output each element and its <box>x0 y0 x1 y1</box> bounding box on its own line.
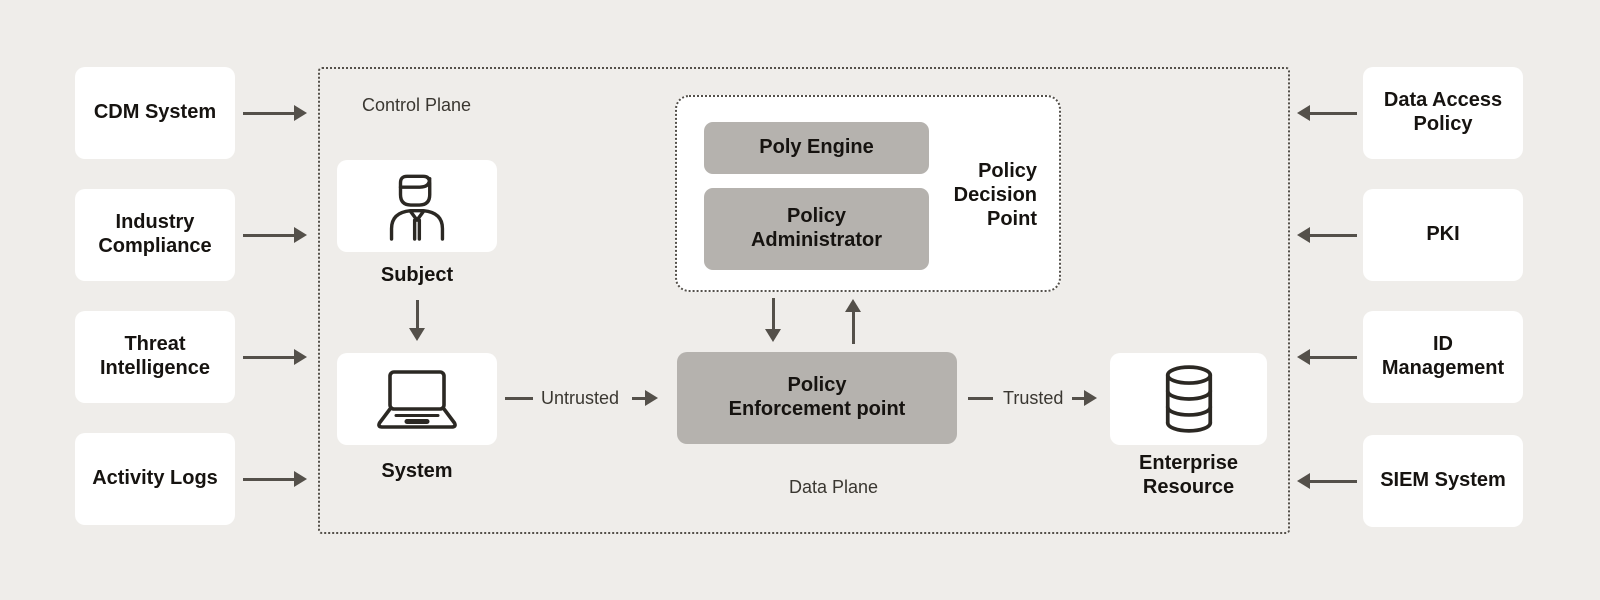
node-siem-system: SIEM System <box>1363 435 1523 527</box>
policy-enforcement-point-node: Policy Enforcement point <box>677 352 957 444</box>
trusted-flow-line <box>968 396 993 400</box>
policy-administrator-node: Policy Administrator <box>704 188 929 270</box>
arrow-pki-to-plane <box>1309 233 1357 237</box>
database-icon <box>1158 337 1220 460</box>
arrow-subject-to-system <box>415 300 419 329</box>
arrow-threat-to-plane <box>243 355 295 359</box>
node-activity-logs: Activity Logs <box>75 433 235 525</box>
system-node <box>337 353 497 445</box>
policy-decision-point-box: Poly Engine Policy Administrator Policy … <box>675 95 1061 292</box>
person-icon <box>384 146 450 265</box>
enterprise-resource-caption: Enterprise Resource <box>1139 452 1238 498</box>
node-id-management: ID Management <box>1363 311 1523 403</box>
enterprise-resource-node <box>1110 353 1267 445</box>
policy-engine-node: Poly Engine <box>704 122 929 174</box>
laptop-icon <box>371 344 463 453</box>
untrusted-flow-line <box>505 396 533 400</box>
arrow-policy-to-plane <box>1309 111 1357 115</box>
trust-zone-boundary <box>318 67 1290 534</box>
arrow-compliance-to-plane <box>243 233 295 237</box>
node-pki: PKI <box>1363 189 1523 281</box>
subject-node <box>337 160 497 252</box>
arrow-logs-to-plane <box>243 477 295 481</box>
node-threat-intelligence: Threat Intelligence <box>75 311 235 403</box>
trusted-label: Trusted <box>1003 388 1064 408</box>
policy-decision-point-label: Policy Decision Point <box>953 160 1037 230</box>
data-plane-label: Data Plane <box>789 477 879 497</box>
untrusted-label: Untrusted <box>541 388 620 408</box>
system-caption: System <box>381 460 453 482</box>
arrow-cdm-to-plane <box>243 111 295 115</box>
arrow-pep-to-pdp <box>851 311 855 344</box>
control-plane-label: Control Plane <box>362 95 472 115</box>
arrow-pdp-to-pep <box>771 298 775 330</box>
subject-caption: Subject <box>380 264 454 286</box>
arrow-idm-to-plane <box>1309 355 1357 359</box>
arrow-trusted <box>1072 396 1085 400</box>
node-cdm-system: CDM System <box>75 67 235 159</box>
node-industry-compliance: Industry Compliance <box>75 189 235 281</box>
arrow-siem-to-plane <box>1309 479 1357 483</box>
node-data-access-policy: Data Access Policy <box>1363 67 1523 159</box>
arrow-untrusted <box>632 396 646 400</box>
